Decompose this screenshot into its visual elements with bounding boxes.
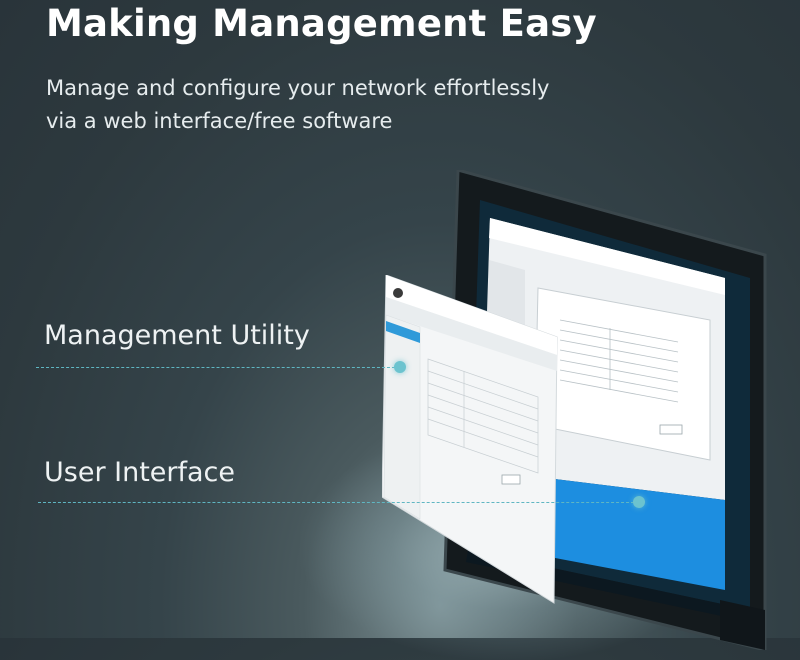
management-utility-window — [381, 274, 592, 605]
page-subheadline: Manage and configure your network effort… — [46, 72, 549, 138]
management-utility-label: Management Utility — [44, 320, 310, 351]
user-interface-label: User Interface — [44, 457, 236, 488]
management-utility-connector — [36, 367, 400, 368]
subheadline-line-2: via a web interface/free software — [46, 109, 393, 133]
management-utility-marker — [394, 361, 406, 373]
user-interface-marker — [633, 496, 645, 508]
page-headline: Making Management Easy — [46, 2, 597, 45]
user-interface-connector — [38, 502, 634, 503]
subheadline-line-1: Manage and configure your network effort… — [46, 76, 550, 100]
